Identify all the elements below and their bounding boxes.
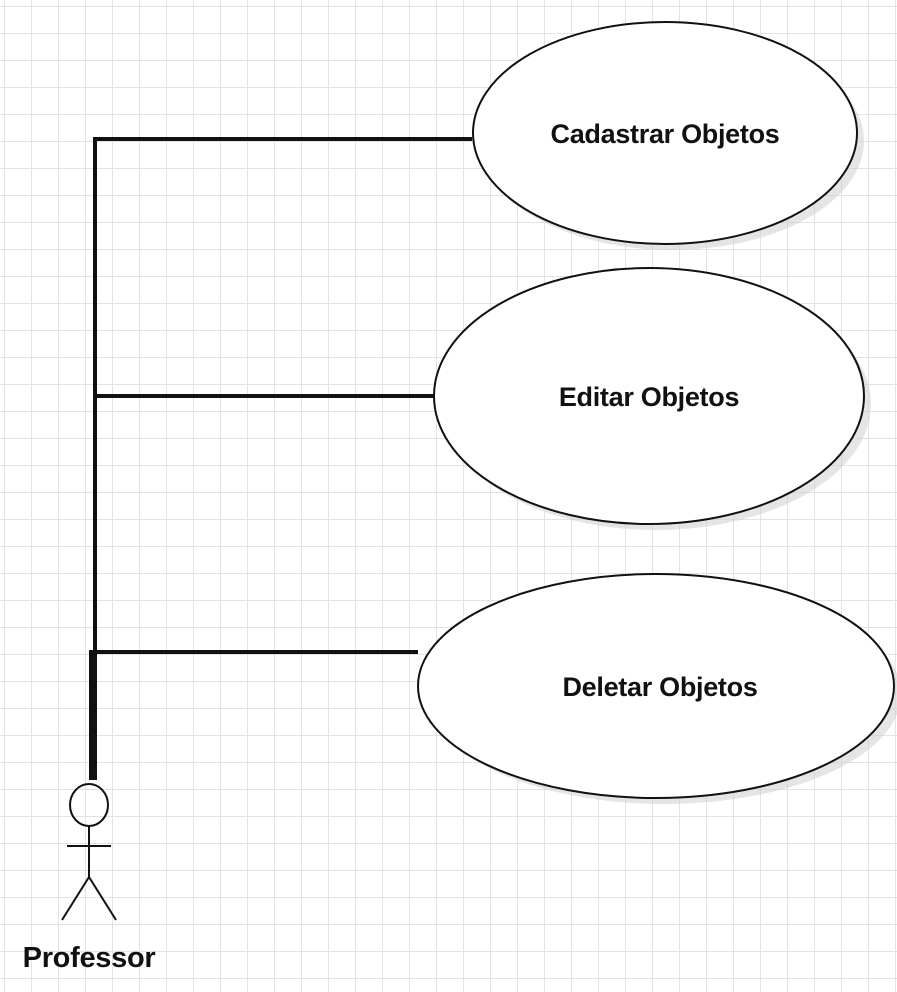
use-case-label: Cadastrar Objetos bbox=[551, 119, 780, 149]
association-lines bbox=[89, 137, 472, 780]
use-case-deletar-objetos[interactable]: Deletar Objetos bbox=[417, 573, 895, 799]
use-case-editar-objetos[interactable]: Editar Objetos bbox=[433, 267, 865, 525]
use-case-cadastrar-objetos[interactable]: Cadastrar Objetos bbox=[472, 21, 858, 245]
use-case-ellipse bbox=[417, 573, 895, 799]
use-case-ellipse bbox=[433, 267, 865, 525]
actor-right-leg bbox=[88, 876, 117, 921]
use-case-label: Deletar Objetos bbox=[562, 672, 757, 702]
use-case-label: Editar Objetos bbox=[559, 382, 739, 412]
actor-head bbox=[69, 783, 109, 827]
use-case-ellipse bbox=[472, 21, 858, 245]
actor-left-leg bbox=[61, 876, 90, 921]
actor-label: Professor bbox=[23, 942, 156, 974]
actor-professor[interactable]: Professor bbox=[23, 783, 156, 974]
